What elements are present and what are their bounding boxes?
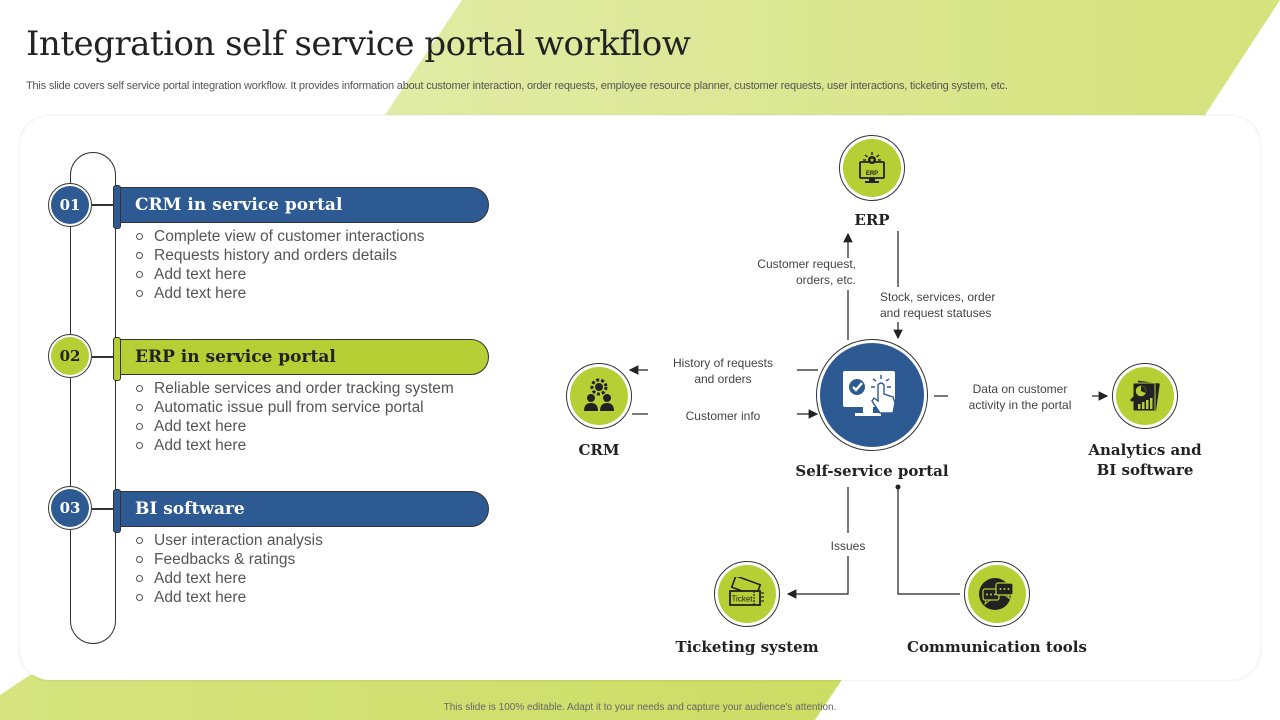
- bullet-item: Reliable services and order tracking sys…: [134, 379, 454, 398]
- node-label-self-service-portal: Self-service portal: [795, 462, 949, 480]
- bullet-item: Add text here: [134, 436, 454, 455]
- bullet-circle-icon: [136, 233, 143, 240]
- page-title: Integration self service portal workflow: [26, 24, 691, 64]
- node-label-erp: ERP: [854, 211, 890, 229]
- decorative-green-banner-bottom: [0, 675, 845, 720]
- step-connector: [92, 356, 116, 358]
- step-title-bar: ERP in service portal: [113, 337, 489, 381]
- step-bullet-list: Reliable services and order tracking sys…: [134, 379, 454, 455]
- chat-bubbles-icon: [979, 578, 1014, 610]
- bullet-item: Add text here: [134, 417, 454, 436]
- bullet-item: Automatic issue pull from service portal: [134, 398, 454, 417]
- bullet-item: Add text here: [134, 569, 323, 588]
- bullet-item: Requests history and orders details: [134, 246, 425, 265]
- bullet-circle-icon: [136, 442, 143, 449]
- bullet-item: Add text here: [134, 588, 323, 607]
- flow-label-from-crm: Customer info: [685, 409, 761, 423]
- node-communication-tools: [964, 561, 1030, 627]
- step-title: CRM in service portal: [135, 195, 343, 215]
- svg-text:ERP: ERP: [866, 171, 878, 177]
- step-bullet-list: User interaction analysis Feedbacks & ra…: [134, 531, 323, 607]
- node-label-communication-tools: Communication tools: [907, 638, 1087, 656]
- node-label-analytics-bi: Analytics and BI software: [1088, 441, 1202, 479]
- bullet-circle-icon: [136, 575, 143, 582]
- monitor-touch-check-icon: [843, 371, 896, 416]
- bullet-item: User interaction analysis: [134, 531, 323, 550]
- bullet-item: Complete view of customer interactions: [134, 227, 425, 246]
- bullet-circle-icon: [136, 252, 143, 259]
- step-number-badge: 03: [48, 486, 92, 530]
- flow-label-to-erp: Customer request, orders, etc.: [757, 257, 856, 287]
- node-label-ticketing-system: Ticketing system: [675, 638, 819, 656]
- bullet-circle-icon: [136, 385, 143, 392]
- svg-text:Ticket: Ticket: [731, 595, 753, 604]
- node-label-crm: CRM: [578, 441, 620, 459]
- step-title-bar: BI software: [113, 489, 489, 533]
- node-ticketing-system: Ticket: [714, 561, 780, 627]
- bullet-circle-icon: [136, 290, 143, 297]
- analytics-report-icon: [1129, 380, 1160, 412]
- step-number-badge: 02: [48, 334, 92, 378]
- flow-label-from-erp: Stock, services, order and request statu…: [880, 290, 996, 320]
- page-subtitle: This slide covers self service portal in…: [26, 80, 1008, 92]
- bullet-circle-icon: [136, 404, 143, 411]
- step-title: ERP in service portal: [135, 347, 336, 367]
- bullet-item: Add text here: [134, 265, 425, 284]
- step-number-badge: 01: [48, 183, 92, 227]
- bullet-circle-icon: [136, 537, 143, 544]
- bullet-item: Add text here: [134, 284, 425, 303]
- flow-label-to-ticketing: Issues: [830, 539, 866, 553]
- node-crm: [566, 363, 632, 429]
- node-self-service-portal: [816, 339, 928, 451]
- node-analytics-bi: [1112, 363, 1178, 429]
- step-title: BI software: [135, 499, 245, 519]
- node-erp: ERP: [839, 135, 905, 201]
- step-title-bar: CRM in service portal: [113, 185, 489, 229]
- flow-label-to-analytics: Data on customer activity in the portal: [968, 382, 1072, 412]
- bullet-circle-icon: [136, 556, 143, 563]
- crm-people-gear-icon: [584, 378, 614, 411]
- ticket-icon: Ticket: [729, 577, 764, 606]
- step-connector: [92, 204, 116, 206]
- bullet-circle-icon: [136, 423, 143, 430]
- erp-monitor-icon: ERP: [859, 152, 885, 183]
- bullet-circle-icon: [136, 594, 143, 601]
- flow-label-to-crm: History of requests and orders: [672, 356, 774, 386]
- decorative-green-banner-top: [385, 0, 1280, 115]
- footer-note: This slide is 100% editable. Adapt it to…: [443, 702, 837, 713]
- timeline-track: [70, 152, 116, 644]
- step-connector: [92, 508, 116, 510]
- step-bullet-list: Complete view of customer interactions R…: [134, 227, 425, 303]
- bullet-circle-icon: [136, 271, 143, 278]
- bullet-item: Feedbacks & ratings: [134, 550, 323, 569]
